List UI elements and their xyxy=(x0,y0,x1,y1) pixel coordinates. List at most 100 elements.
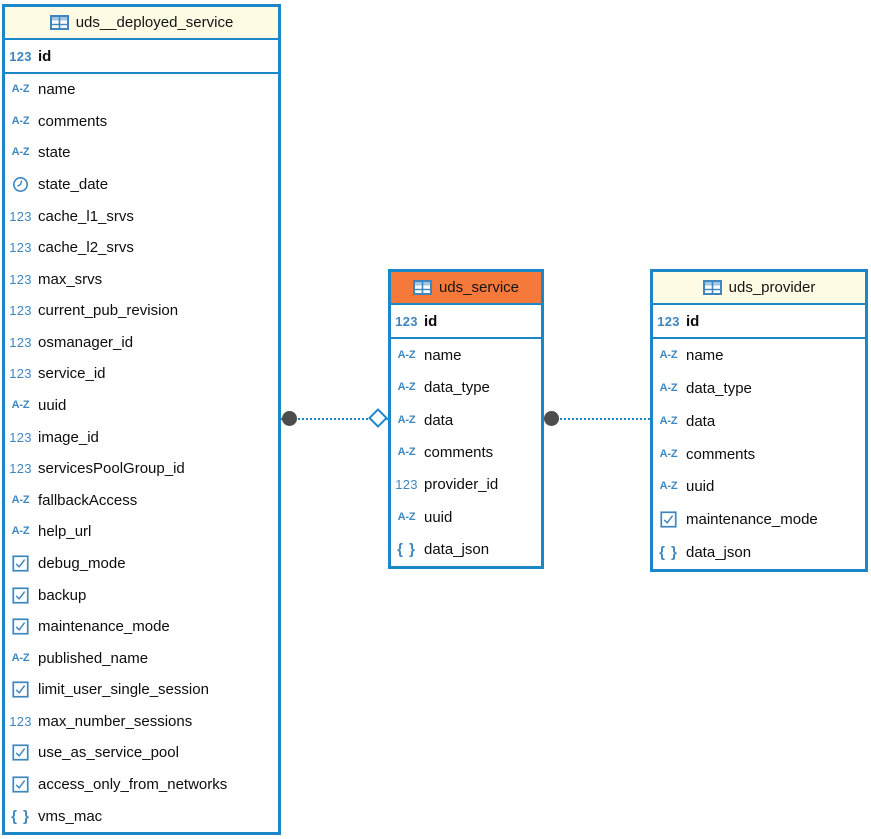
column-uuid[interactable]: A-Z uuid xyxy=(653,470,865,503)
json-type-icon: { } xyxy=(11,807,30,825)
column-name: data_json xyxy=(424,541,490,559)
column-state_date[interactable]: state_date xyxy=(5,169,278,201)
column-name: maintenance_mode xyxy=(38,618,170,636)
number-type-icon: 123 xyxy=(657,313,680,329)
column-name: id xyxy=(38,47,52,65)
column-name: provider_id xyxy=(424,476,499,494)
column-name: help_url xyxy=(38,523,92,541)
column-name: image_id xyxy=(38,428,99,446)
datetime-type-icon xyxy=(13,177,28,193)
json-type-icon: { } xyxy=(397,541,416,559)
table-title: uds__deployed_service xyxy=(75,14,234,31)
number-type-icon: 123 xyxy=(9,429,32,445)
relation-uds__deployed_service-to-uds_service[interactable] xyxy=(281,418,388,420)
column-name: max_srvs xyxy=(38,270,103,288)
text-type-icon: A-Z xyxy=(659,480,678,493)
column-name: name xyxy=(424,346,462,364)
relation-endpoint-diamond xyxy=(368,408,388,428)
column-name: state_date xyxy=(38,176,109,194)
boolean-type-icon xyxy=(12,555,29,572)
number-type-icon: 123 xyxy=(9,303,32,319)
boolean-type-icon xyxy=(12,681,29,698)
column-name: osmanager_id xyxy=(38,333,134,351)
text-type-icon: A-Z xyxy=(397,510,416,523)
column-uuid[interactable]: A-Z uuid xyxy=(391,501,541,533)
column-name: vms_mac xyxy=(38,807,103,825)
table-header[interactable]: uds__deployed_service xyxy=(5,7,278,40)
boolean-type-icon xyxy=(12,776,29,793)
text-type-icon: A-Z xyxy=(11,83,30,96)
column-provider_id[interactable]: 123 provider_id xyxy=(391,469,541,501)
number-type-icon: 123 xyxy=(9,461,32,477)
column-debug_mode[interactable]: debug_mode xyxy=(5,548,278,580)
relation-uds_service-to-uds_provider[interactable] xyxy=(543,418,650,420)
boolean-type-icon xyxy=(660,511,677,528)
table-title: uds_provider xyxy=(728,279,816,296)
table-title: uds_service xyxy=(438,279,520,296)
column-name: current_pub_revision xyxy=(38,302,179,320)
column-name: id xyxy=(686,312,700,330)
column-name: uuid xyxy=(686,478,715,496)
column-id[interactable]: 123 id xyxy=(653,305,865,339)
text-type-icon: A-Z xyxy=(397,381,416,394)
text-type-icon: A-Z xyxy=(659,447,678,460)
column-name: backup xyxy=(38,586,87,604)
column-current_pub_revision[interactable]: 123 current_pub_revision xyxy=(5,295,278,327)
text-type-icon: A-Z xyxy=(11,146,30,159)
column-data_json[interactable]: { }data_json xyxy=(653,536,865,569)
column-limit_user_single_session[interactable]: limit_user_single_session xyxy=(5,674,278,706)
text-type-icon: A-Z xyxy=(11,399,30,412)
boolean-type-icon xyxy=(12,744,29,761)
number-type-icon: 123 xyxy=(395,477,418,493)
column-image_id[interactable]: 123 image_id xyxy=(5,421,278,453)
column-data_json[interactable]: { } data_json xyxy=(391,534,541,566)
column-access_only_from_networks[interactable]: access_only_from_networks xyxy=(5,769,278,801)
number-type-icon: 123 xyxy=(9,208,32,224)
column-name: uuid xyxy=(424,508,453,526)
column-backup[interactable]: backup xyxy=(5,579,278,611)
table-header[interactable]: uds_provider xyxy=(653,272,865,305)
text-type-icon: A-Z xyxy=(11,525,30,538)
column-maintenance_mode[interactable]: maintenance_mode xyxy=(5,611,278,643)
column-uuid[interactable]: A-Z uuid xyxy=(5,390,278,422)
relation-endpoint-dot xyxy=(544,411,559,426)
number-type-icon: 123 xyxy=(9,713,32,729)
column-name: state xyxy=(38,144,71,162)
column-maintenance_mode[interactable]: maintenance_mode xyxy=(653,503,865,536)
table-header[interactable]: uds_service xyxy=(391,272,541,305)
column-vms_mac[interactable]: { } vms_mac xyxy=(5,800,278,832)
column-use_as_service_pool[interactable]: use_as_service_pool xyxy=(5,737,278,769)
column-state[interactable]: A-Z state xyxy=(5,137,278,169)
column-help_url[interactable]: A-Z help_url xyxy=(5,516,278,548)
relation-endpoint-dot xyxy=(282,411,297,426)
column-name: service_id xyxy=(38,365,106,383)
number-type-icon: 123 xyxy=(9,240,32,256)
column-name: uuid xyxy=(38,397,67,415)
